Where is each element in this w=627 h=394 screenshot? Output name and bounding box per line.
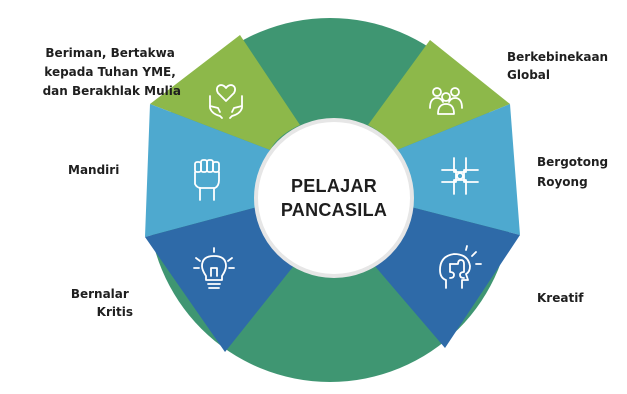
label-bernalar-kritis: Bernalar Kritis <box>71 287 133 319</box>
label-kreatif-line-1: Kreatif <box>537 291 584 305</box>
label-gotong-royong-line-1: Bergotong <box>537 155 608 169</box>
label-beriman-line-1: Beriman, Bertakwa <box>45 46 174 60</box>
center-title-line-1: PELAJAR <box>291 176 377 196</box>
joined-hands-icon <box>441 157 479 195</box>
lightbulb-icon <box>193 247 235 289</box>
label-bernalar-line-1: Bernalar <box>71 287 129 301</box>
label-berkebinekaan-line-2: Global <box>507 68 550 82</box>
label-mandiri: Mandiri <box>68 163 119 177</box>
label-berkebinekaan-line-1: Berkebinekaan <box>507 50 608 64</box>
raised-fist-icon <box>194 159 220 201</box>
center-circle <box>254 118 414 278</box>
center-title-line-2: PANCASILA <box>281 200 387 220</box>
wedge-gotong-royong <box>397 104 520 235</box>
label-berkebinekaan: Berkebinekaan Global <box>507 50 612 82</box>
label-mandiri-line-1: Mandiri <box>68 163 119 177</box>
hands-heart-icon <box>209 84 243 119</box>
puzzle-head-icon <box>439 245 482 289</box>
wedge-kreatif <box>368 205 520 348</box>
label-beriman-line-2: kepada Tuhan YME, <box>44 65 176 79</box>
label-gotong-royong: Bergotong Royong <box>537 155 612 189</box>
label-beriman-line-3: dan Berakhlak Mulia <box>43 84 181 98</box>
label-gotong-royong-line-2: Royong <box>537 175 588 189</box>
label-kreatif: Kreatif <box>537 291 584 305</box>
people-group-icon <box>429 87 463 115</box>
wedge-beriman <box>150 35 300 150</box>
label-beriman: Beriman, Bertakwa kepada Tuhan YME, dan … <box>43 46 181 98</box>
label-bernalar-line-2: Kritis <box>97 305 133 319</box>
